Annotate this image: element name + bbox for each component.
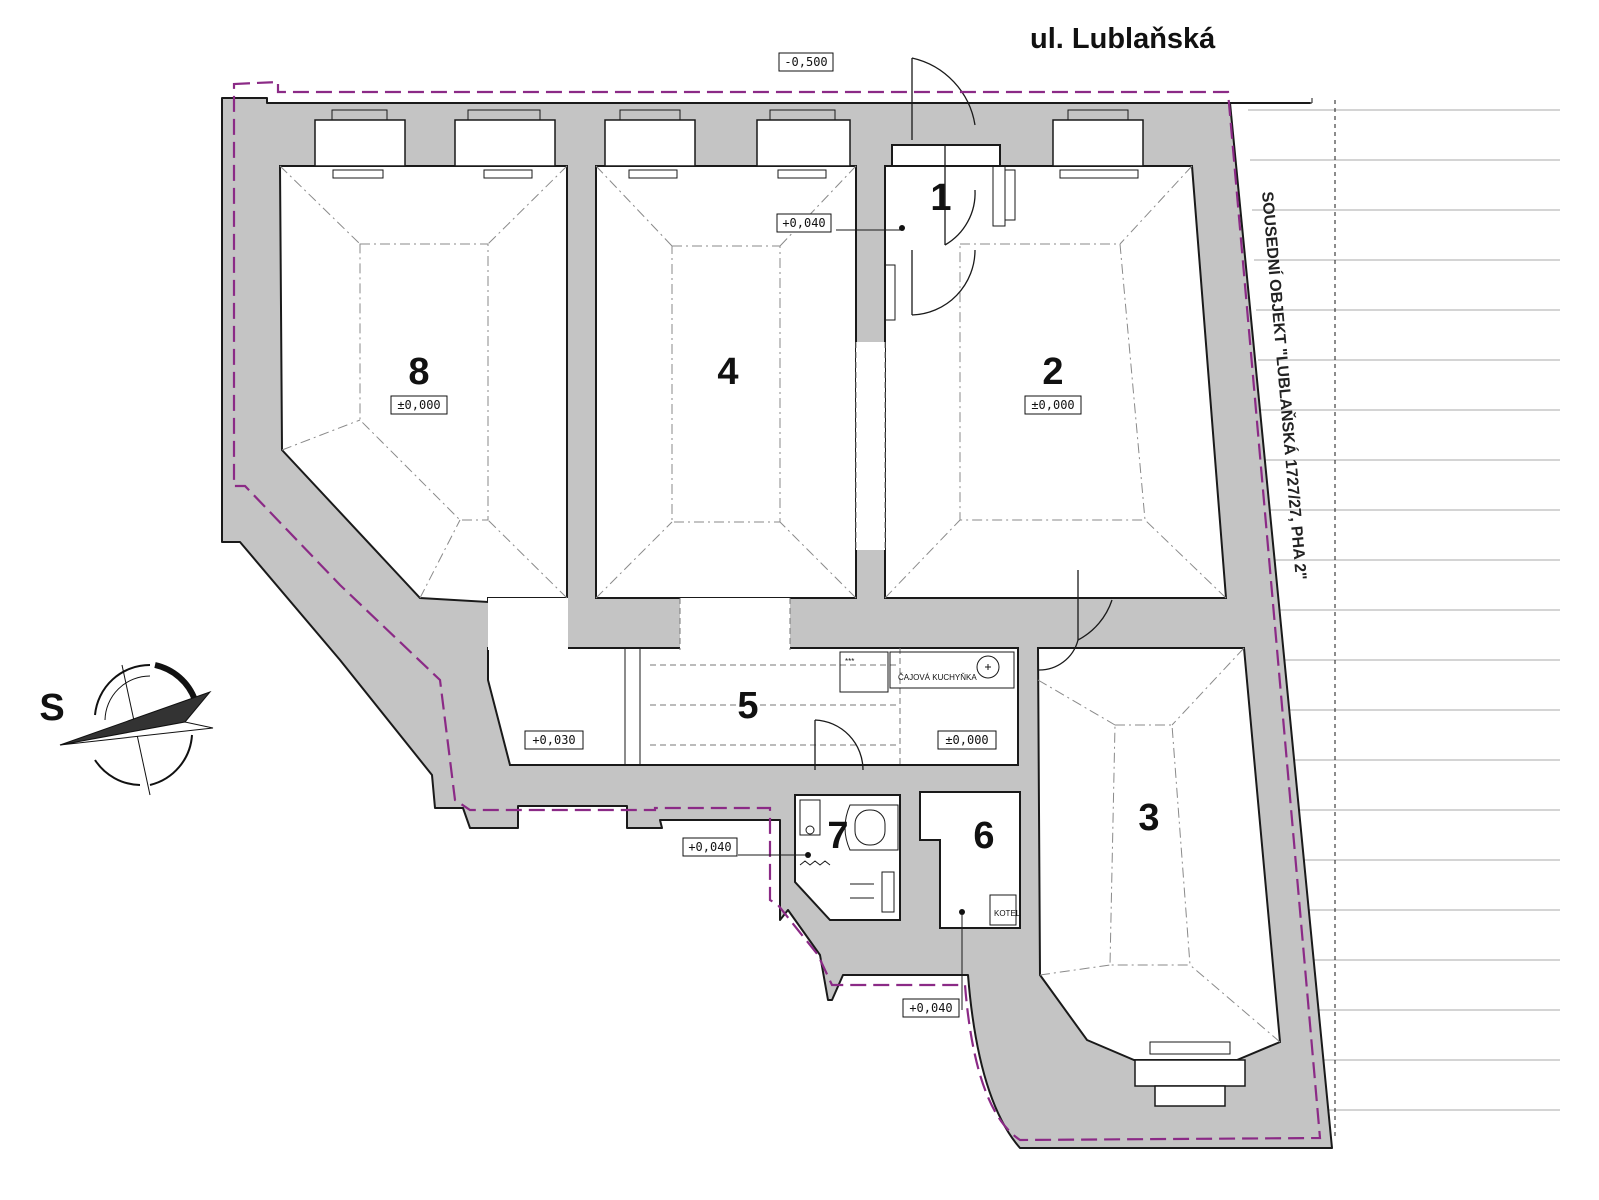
level-r5-right-box (937, 730, 997, 750)
level-r6-box (902, 998, 960, 1018)
room-3-number: 3 (1138, 797, 1159, 839)
room-7[interactable] (794, 794, 901, 921)
level-r7: +0,040 (688, 840, 731, 854)
room-7-number: 7 (827, 815, 848, 857)
boiler (989, 894, 1017, 926)
room-6-number: 6 (973, 815, 994, 857)
level-r7-box (682, 837, 738, 857)
passage-4-2 (856, 342, 885, 550)
room-1-number: 1 (930, 177, 951, 219)
room-8-number: 8 (408, 351, 429, 393)
level-r5-left-box (524, 730, 584, 750)
level-r5-right: ±0,000 (945, 733, 988, 747)
room-5[interactable] (487, 647, 1019, 766)
leader-lines (738, 225, 965, 1010)
hallway-details (624, 648, 1015, 765)
level-r2-box (1024, 395, 1082, 415)
property-boundary (232, 80, 1322, 1142)
passage-4-5 (680, 598, 790, 650)
room-2-number: 2 (1042, 351, 1063, 393)
level-r6: +0,040 (909, 1001, 952, 1015)
room-3[interactable] (1036, 647, 1282, 1061)
cooker-label: *** (845, 657, 854, 666)
compass-letter: S (39, 687, 64, 729)
level-street: -0,500 (784, 55, 827, 69)
level-r8-box (390, 395, 448, 415)
level-street-box (778, 52, 834, 72)
level-entrance: +0,040 (782, 216, 825, 230)
level-entrance-box (776, 213, 832, 233)
doors (814, 57, 1113, 771)
level-r5-left: +0,030 (532, 733, 575, 747)
level-r2: ±0,000 (1031, 398, 1074, 412)
windows-street (314, 109, 1246, 1107)
neighbour-building-hatch (1248, 100, 1560, 1140)
street-label: ul. Lublaňská (1030, 23, 1216, 55)
kitchenette-label: ČAJOVÁ KUCHYŇKA (898, 673, 977, 682)
ceiling-lines (279, 165, 1281, 1043)
passage-8-5 (488, 598, 568, 650)
room-6[interactable] (919, 791, 1021, 929)
compass-icon (59, 662, 214, 796)
boiler-label: KOTEL (994, 909, 1021, 918)
room-5-number: 5 (737, 685, 758, 727)
bathroom-fixtures (799, 799, 899, 913)
room-4-number: 4 (717, 351, 738, 393)
level-r8: ±0,000 (397, 398, 440, 412)
